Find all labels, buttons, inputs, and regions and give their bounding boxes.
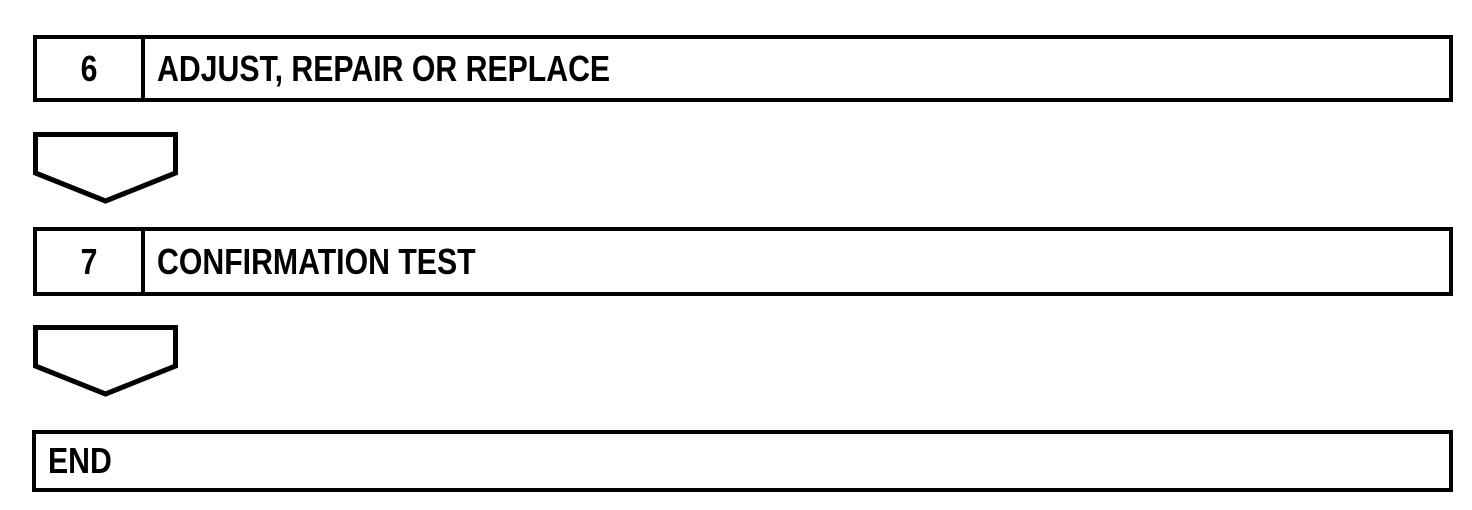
- flow-arrow-down-icon: [33, 325, 178, 397]
- connector-step7-to-end: [33, 325, 178, 397]
- step-7-number: 7: [80, 240, 98, 282]
- step-7-box: 7 CONFIRMATION TEST: [33, 227, 1453, 296]
- step-7-label-cell: CONFIRMATION TEST: [145, 231, 1449, 292]
- step-6-label: ADJUST, REPAIR OR REPLACE: [157, 47, 611, 89]
- end-box: END: [32, 430, 1453, 492]
- step-6-label-cell: ADJUST, REPAIR OR REPLACE: [145, 39, 1449, 98]
- end-label: END: [48, 440, 112, 481]
- step-6-box: 6 ADJUST, REPAIR OR REPLACE: [33, 35, 1453, 102]
- step-7-number-cell: 7: [37, 231, 145, 292]
- step-6-number-cell: 6: [37, 39, 145, 98]
- step-6-number: 6: [80, 47, 98, 89]
- step-7-label: CONFIRMATION TEST: [157, 240, 476, 282]
- flow-arrow-down-icon: [33, 132, 178, 204]
- connector-step6-to-step7: [33, 132, 178, 204]
